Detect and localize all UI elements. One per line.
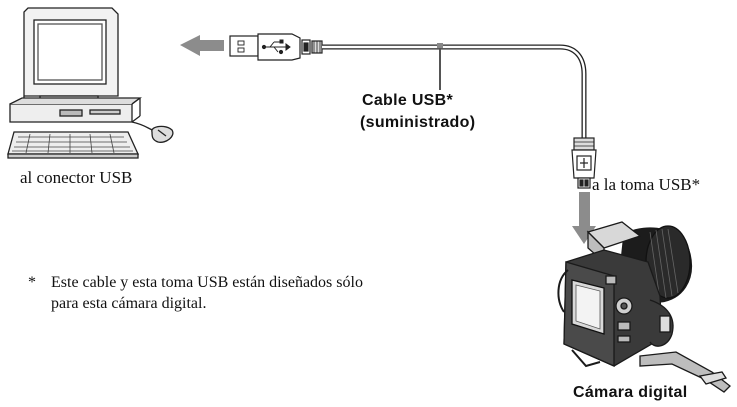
footnote-marker: * xyxy=(28,274,36,291)
arrow-to-computer-icon xyxy=(180,35,224,56)
usb-cable xyxy=(322,43,587,140)
computer-illustration xyxy=(7,7,174,159)
computer-connector-label: al conector USB xyxy=(20,168,133,187)
footnote-line-2: para esta cámara digital. xyxy=(51,295,207,312)
cable-label: Cable USB* xyxy=(362,92,454,109)
footnote: * Este cable y esta toma USB están diseñ… xyxy=(28,272,363,314)
digital-camera-illustration xyxy=(557,221,731,393)
camera-jack-label: a la toma USB* xyxy=(592,175,701,194)
footnote-line-1: Este cable y esta toma USB están diseñad… xyxy=(51,274,363,291)
usb-a-plug-icon xyxy=(229,33,323,61)
camera-label: Cámara digital xyxy=(573,384,688,401)
usb-mini-plug-icon xyxy=(571,137,597,189)
cable-supplied-label: (suministrado) xyxy=(360,114,476,131)
